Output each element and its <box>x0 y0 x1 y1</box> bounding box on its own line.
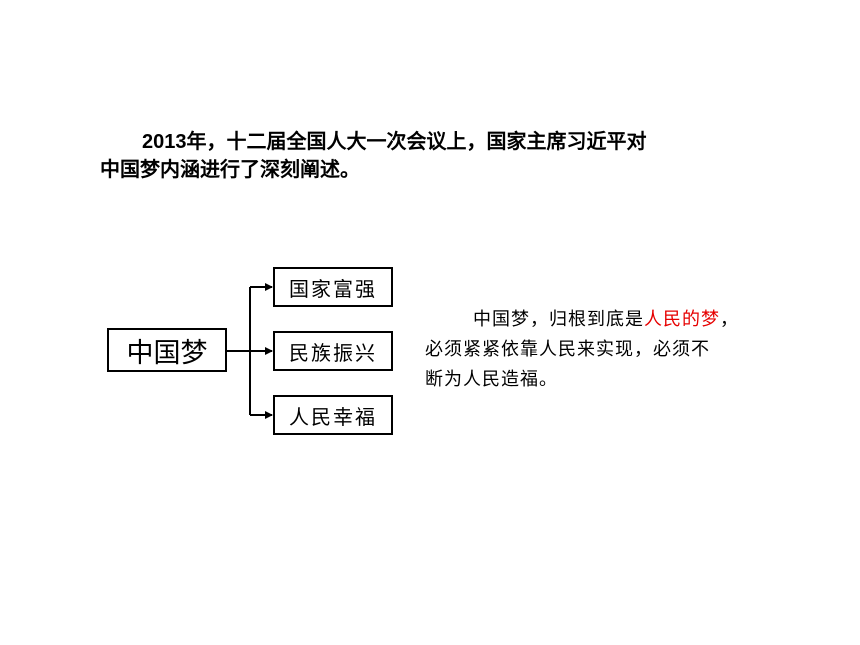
child-node-3: 人民幸福 <box>273 395 393 435</box>
quote-line-3: 断为人民造福。 <box>425 369 558 390</box>
intro-line-1: 2013年，十二届全国人大一次会议上，国家主席习近平对 <box>142 131 647 153</box>
child-node-2: 民族振兴 <box>273 331 393 371</box>
intro-text: 2013年，十二届全国人大一次会议上，国家主席习近平对 中国梦内涵进行了深刻阐述… <box>100 128 780 184</box>
quote-highlight: 人民的梦 <box>644 309 720 330</box>
root-node: 中国梦 <box>107 328 227 372</box>
quote-line-2: 必须紧紧依靠人民来实现，必须不 <box>425 339 710 360</box>
quote-after: ， <box>720 309 739 330</box>
child-node-1: 国家富强 <box>273 267 393 307</box>
quote-before: 中国梦，归根到底是 <box>473 309 644 330</box>
intro-line-2: 中国梦内涵进行了深刻阐述。 <box>100 159 360 181</box>
quote-line-1: 中国梦，归根到底是人民的梦， <box>425 305 795 335</box>
quote-text: 中国梦，归根到底是人民的梦， 必须紧紧依靠人民来实现，必须不 断为人民造福。 <box>425 305 795 395</box>
